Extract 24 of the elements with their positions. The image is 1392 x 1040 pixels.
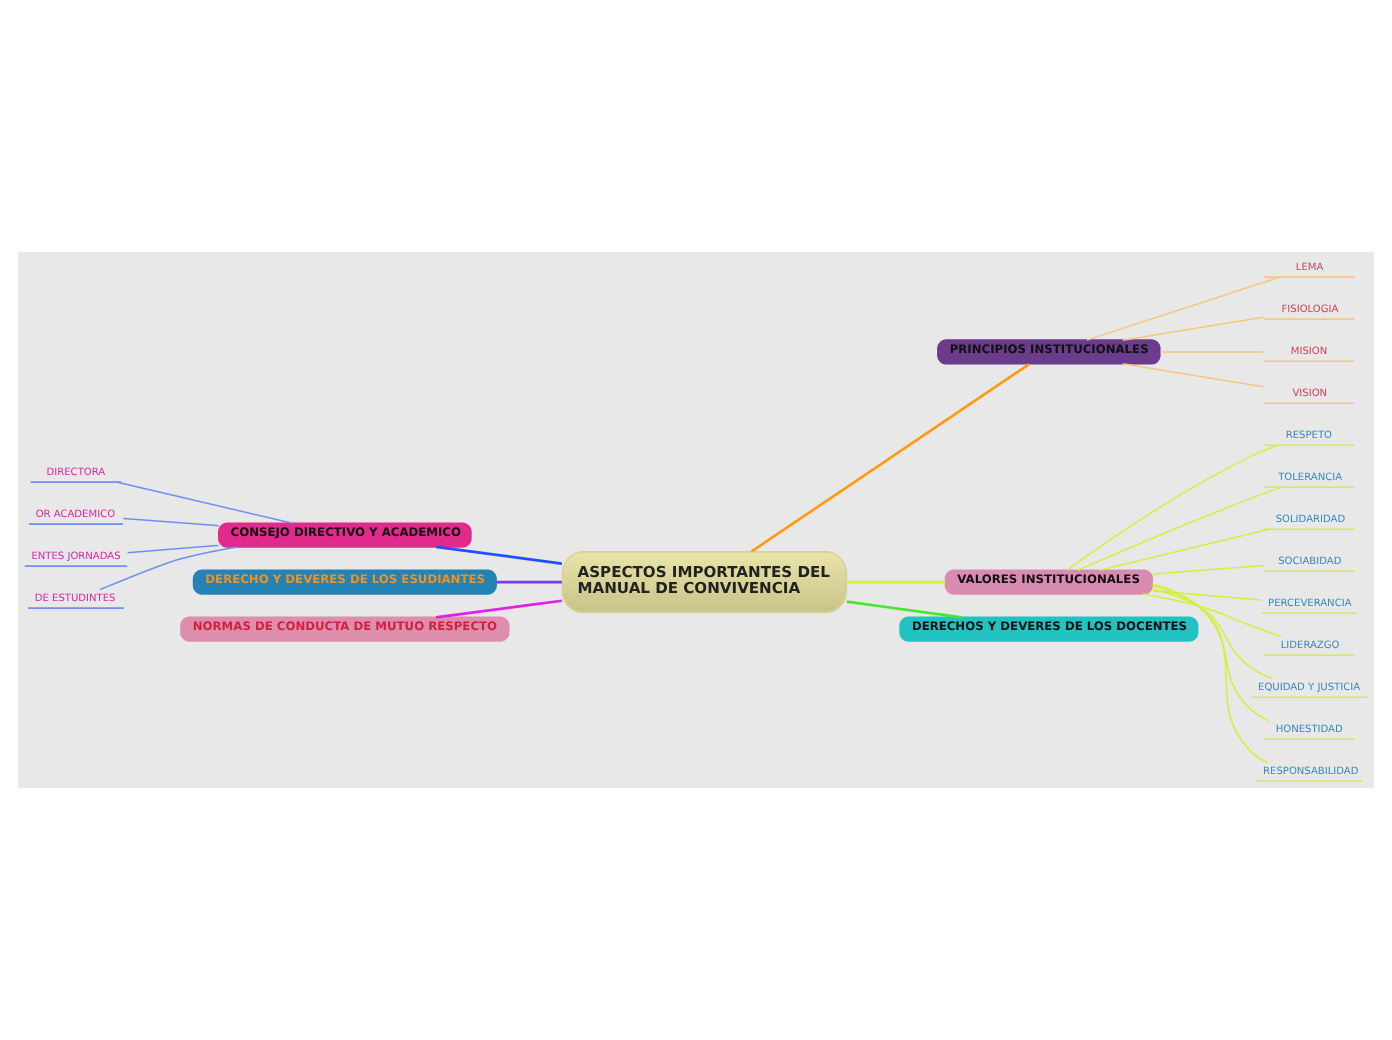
connector [435, 599, 563, 619]
connector [126, 544, 220, 554]
connector [496, 580, 562, 584]
connector [1151, 585, 1270, 722]
connector [1151, 588, 1274, 680]
connector [846, 600, 962, 619]
connector [1152, 590, 1262, 601]
connector [750, 362, 1031, 553]
node-box: ASPECTOS IMPORTANTES DEL MANUAL DE CONVIVENCIA [561, 551, 848, 614]
connector [1098, 528, 1270, 572]
connector [1142, 593, 1282, 638]
connector [99, 546, 239, 591]
connector [122, 517, 220, 527]
connector [1152, 564, 1265, 575]
connector [1151, 583, 1269, 764]
connector [435, 545, 563, 565]
connector [1122, 363, 1264, 388]
connector [1122, 316, 1264, 341]
connector [116, 481, 294, 525]
connector [846, 580, 946, 584]
connector [1159, 351, 1265, 353]
connector [1086, 276, 1280, 341]
connector [1066, 444, 1279, 571]
connector [1076, 486, 1282, 572]
